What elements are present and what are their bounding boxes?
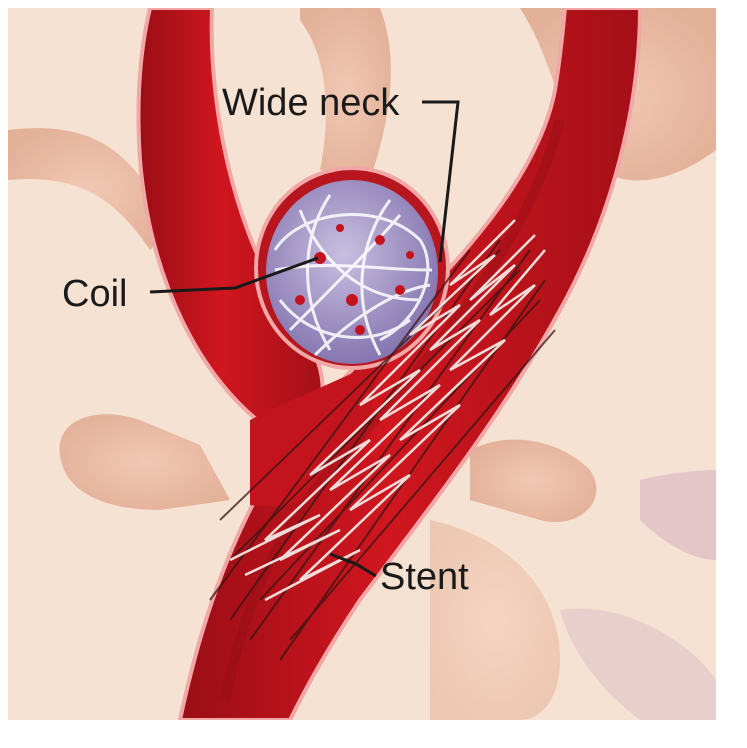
wide-neck-label: Wide neck [222,84,399,122]
aneurysm [256,168,448,368]
coil-label: Coil [62,275,127,313]
stent-label: Stent [380,558,469,596]
